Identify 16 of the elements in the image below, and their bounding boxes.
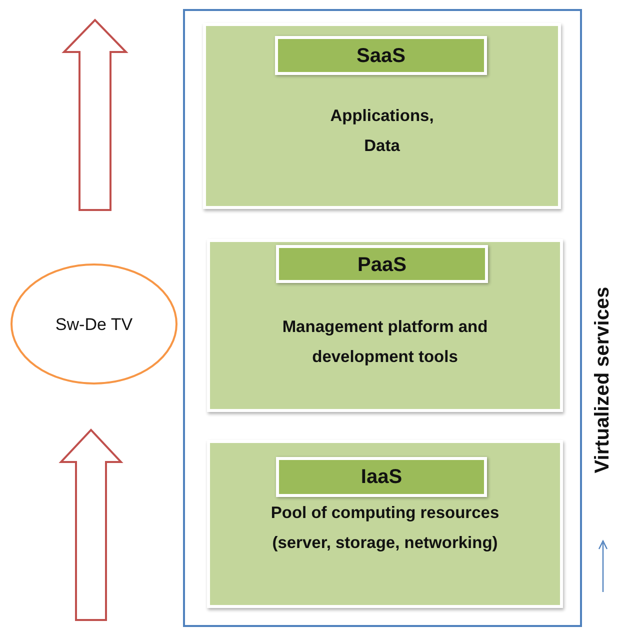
layer-description: Management platform and development tools bbox=[282, 318, 488, 366]
layer-title-bar bbox=[276, 245, 488, 283]
layer-box bbox=[203, 23, 561, 209]
ellipse-node bbox=[10, 263, 178, 385]
node-label: Sw-De TV bbox=[55, 315, 133, 334]
container-box bbox=[183, 9, 582, 627]
layer-box bbox=[207, 239, 563, 412]
side-label: Virtualized services bbox=[592, 286, 614, 474]
layer-title-bar bbox=[275, 36, 487, 75]
layer-description: Pool of computing resources (server, storage, networking) bbox=[270, 504, 500, 552]
layer-title-bar bbox=[276, 457, 487, 497]
layer-box bbox=[207, 440, 563, 608]
layer-title: SaaS bbox=[356, 45, 406, 67]
layer-title: PaaS bbox=[358, 254, 406, 276]
layer-description: Applications, Data bbox=[330, 107, 434, 155]
layer-title: IaaS bbox=[360, 466, 402, 488]
